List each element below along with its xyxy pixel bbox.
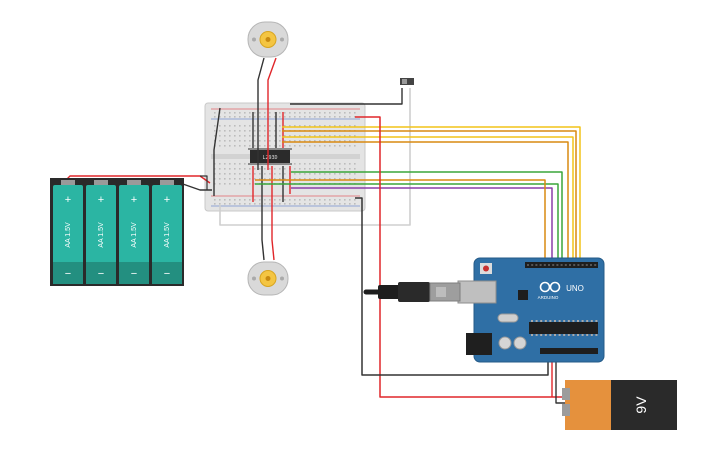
aa-battery-4[interactable]: + − AA 1.5V [152,180,182,284]
usb-cable-icon[interactable] [363,282,461,302]
battery-label: AA 1.5V [98,222,105,248]
wires [64,57,581,404]
battery-label: AA 1.5V [65,222,72,248]
dc-motor-top[interactable] [247,21,289,58]
arduino-board[interactable]: ARDUINO UNO [457,257,605,363]
battery-body [152,185,182,284]
chip-label: L293D [262,155,277,161]
battery-plus-sign: + [98,194,104,206]
battery-label: AA 1.5V [164,222,171,248]
battery-body [53,185,83,284]
arduino-brand: ARDUINO [538,295,559,300]
battery-9v-label: 9V [633,396,649,414]
motor-driver-chip[interactable]: L293D [248,148,292,165]
battery-band [53,262,83,284]
arduino-logo-icon [539,281,561,293]
aa-battery-2[interactable]: + − AA 1.5V [86,180,116,284]
battery-band [152,262,182,284]
battery-minus-sign: − [65,268,71,280]
battery-minus-sign: − [131,268,137,280]
battery-terminal [94,180,108,185]
battery-minus-sign: − [98,268,104,280]
aa-battery-1[interactable]: + − AA 1.5V [53,180,83,284]
battery-plus-sign: + [164,194,170,206]
battery-terminal [61,180,75,185]
battery-terminal [160,180,174,185]
dc-motor-bottom[interactable] [247,261,289,296]
battery-9v[interactable]: 9V [562,380,677,430]
battery-plus-sign: + [65,194,71,206]
battery-terminal [127,180,141,185]
battery-label: AA 1.5V [131,222,138,248]
battery-minus-sign: − [164,268,170,280]
battery-band [86,262,116,284]
battery-band [119,262,149,284]
aa-battery-pack[interactable]: + − AA 1.5V + − AA 1.5V + − AA 1.5V + − AA 1.5V [50,178,184,286]
arduino-model: UNO [566,284,584,293]
battery-plus-sign: + [131,194,137,206]
slide-switch[interactable] [400,78,414,85]
battery-body [119,185,149,284]
battery-body [86,185,116,284]
aa-battery-3[interactable]: + − AA 1.5V [119,180,149,284]
